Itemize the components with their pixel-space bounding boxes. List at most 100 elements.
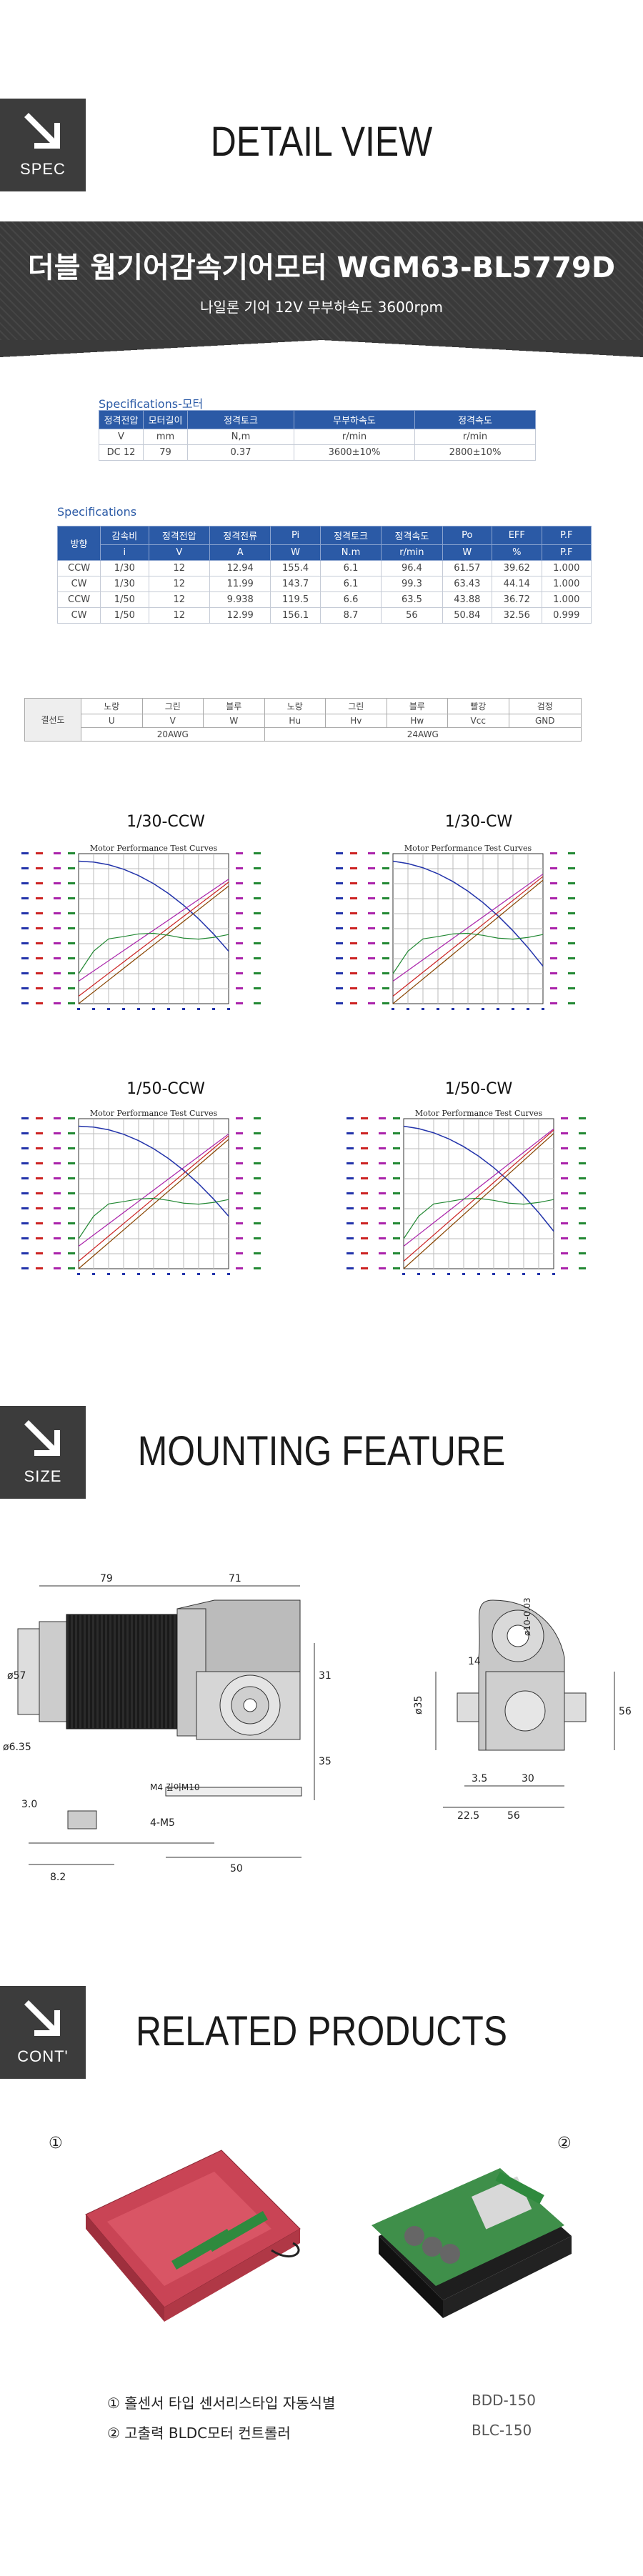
- table2-cell: 11.99: [209, 576, 271, 592]
- chart-axis-tick: [54, 1207, 61, 1209]
- chart-axis-tick: [361, 1117, 368, 1119]
- wire-color: 블루: [386, 698, 448, 714]
- table1-unit: mm: [143, 429, 188, 445]
- table1-header: 무부하속도: [294, 410, 415, 429]
- chart-inner-title: Motor Performance Test Curves: [90, 844, 218, 853]
- chart-axis-tick: [92, 1008, 95, 1010]
- section-badge-spec: SPEC: [0, 99, 86, 191]
- chart-axis-tick: [54, 882, 61, 884]
- chart-axis-tick: [254, 987, 261, 989]
- gearbox-front-view: [457, 1599, 587, 1751]
- wire-signal: Hu: [264, 714, 326, 728]
- chart-axis-tick: [568, 987, 575, 989]
- section-title-related: RELATED PRODUCTS: [135, 2008, 508, 2055]
- chart-series-line: [78, 1197, 229, 1239]
- chart-axis-tick: [54, 1267, 61, 1269]
- chart-axis-tick: [361, 1147, 368, 1149]
- wire-signal: W: [203, 714, 265, 728]
- dim-text: 4-M5: [150, 1817, 175, 1829]
- chart-axis-tick: [382, 897, 389, 899]
- chart-axis-tick: [522, 1273, 525, 1275]
- chart-axis-tick: [236, 927, 243, 929]
- chart-axis-tick: [21, 1222, 29, 1224]
- chart-axis-tick: [350, 882, 357, 884]
- dim-text: 3.0: [21, 1799, 37, 1810]
- chart-axis-tick: [254, 957, 261, 959]
- chart-axis-tick: [21, 1192, 29, 1194]
- chart-axis-tick: [393, 1117, 400, 1119]
- chart-axis-tick: [336, 957, 343, 959]
- table2-cell: 6.1: [319, 560, 382, 576]
- chart-axis-tick: [254, 1132, 261, 1134]
- chart-axis-tick: [347, 1147, 354, 1149]
- chart-axis-tick: [350, 972, 357, 974]
- chart-axis-tick: [368, 867, 375, 869]
- chart-axis-tick: [492, 1273, 495, 1275]
- table2-cell: 43.88: [442, 591, 493, 608]
- table2-header: 정격속도: [381, 526, 443, 545]
- chart-series-line: [392, 874, 544, 982]
- table1-header: 모터길이: [143, 410, 188, 429]
- chart-axis-tick: [368, 987, 375, 989]
- chart-axis-tick: [77, 1008, 80, 1010]
- chart-inner-title: Motor Performance Test Curves: [415, 1109, 543, 1118]
- chart-axis-tick: [182, 1008, 185, 1010]
- chart-axis-tick: [68, 867, 75, 869]
- chart-axis-tick: [254, 1237, 261, 1239]
- performance-chart-2: Motor Performance Test Curves: [336, 844, 575, 1010]
- chart-axis-tick: [68, 942, 75, 944]
- product-title-band: 더블 웜기어감속기어모터 WGM63-BL5779D 나일론 기어 12V 무부…: [0, 221, 643, 340]
- chart-series-line: [392, 879, 544, 1004]
- chart-axis-tick: [568, 927, 575, 929]
- related-item-desc-2: ② 고출력 BLDC모터 컨트롤러: [107, 2425, 291, 2442]
- chart-axis-tick: [236, 1132, 243, 1134]
- chart-axis-tick: [368, 852, 375, 854]
- performance-chart-4: Motor Performance Test Curves: [347, 1109, 586, 1275]
- chart-axis-tick: [122, 1273, 125, 1275]
- table2-cell: 9.938: [209, 591, 271, 608]
- chart-axis-tick: [36, 1207, 43, 1209]
- chart-axis-tick: [21, 912, 29, 914]
- chart-series-line: [403, 1125, 554, 1232]
- chart-axis-tick: [447, 1273, 450, 1275]
- section-badge-size: SIZE: [0, 1406, 86, 1499]
- related-item-desc-1: ① 홀센서 타입 센서리스타입 자동식별: [107, 2395, 336, 2412]
- chart-axis-tick: [568, 1002, 575, 1004]
- chart-label-4: 1/50-CW: [444, 1080, 513, 1098]
- chart-axis-tick: [361, 1177, 368, 1179]
- table1-cell: DC 12: [99, 444, 144, 461]
- chart-axis-tick: [36, 972, 43, 974]
- chart-axis-tick: [68, 897, 75, 899]
- chart-axis-tick: [542, 1008, 544, 1010]
- chart-axis-tick: [21, 1207, 29, 1209]
- chart-axis-tick: [379, 1162, 386, 1164]
- chart-axis-tick: [68, 882, 75, 884]
- table2-header: EFF: [492, 526, 542, 545]
- chart-axis-tick: [347, 1267, 354, 1269]
- table2-unit: P.F: [541, 544, 592, 561]
- chart-axis-tick: [36, 927, 43, 929]
- chart-axis-tick: [68, 1162, 75, 1164]
- chart-axis-tick: [54, 912, 61, 914]
- chart-axis-tick: [550, 927, 557, 929]
- chart-series-line: [403, 1197, 554, 1239]
- chart-axis-tick: [561, 1177, 568, 1179]
- chart-axis-tick: [36, 897, 43, 899]
- related-item-model-1: BDD-150: [472, 2392, 536, 2409]
- table2-cell: 96.4: [381, 560, 443, 576]
- chart-axis-tick: [561, 1252, 568, 1254]
- chart-axis-tick: [54, 1177, 61, 1179]
- chart-axis-tick: [550, 942, 557, 944]
- chart-series-line: [78, 860, 229, 952]
- chart-axis-tick: [368, 927, 375, 929]
- chart-axis-tick: [568, 972, 575, 974]
- chart-axis-tick: [236, 1117, 243, 1119]
- chart-axis-tick: [347, 1252, 354, 1254]
- chart-axis-tick: [68, 1237, 75, 1239]
- chart-series-line: [403, 1128, 554, 1247]
- table2-cell: 12: [148, 576, 210, 592]
- chart-axis-tick: [254, 927, 261, 929]
- arrow-down-right-icon: [24, 2000, 60, 2036]
- chart-axis-tick: [350, 867, 357, 869]
- wire-gauge-signal: 24AWG: [264, 727, 582, 742]
